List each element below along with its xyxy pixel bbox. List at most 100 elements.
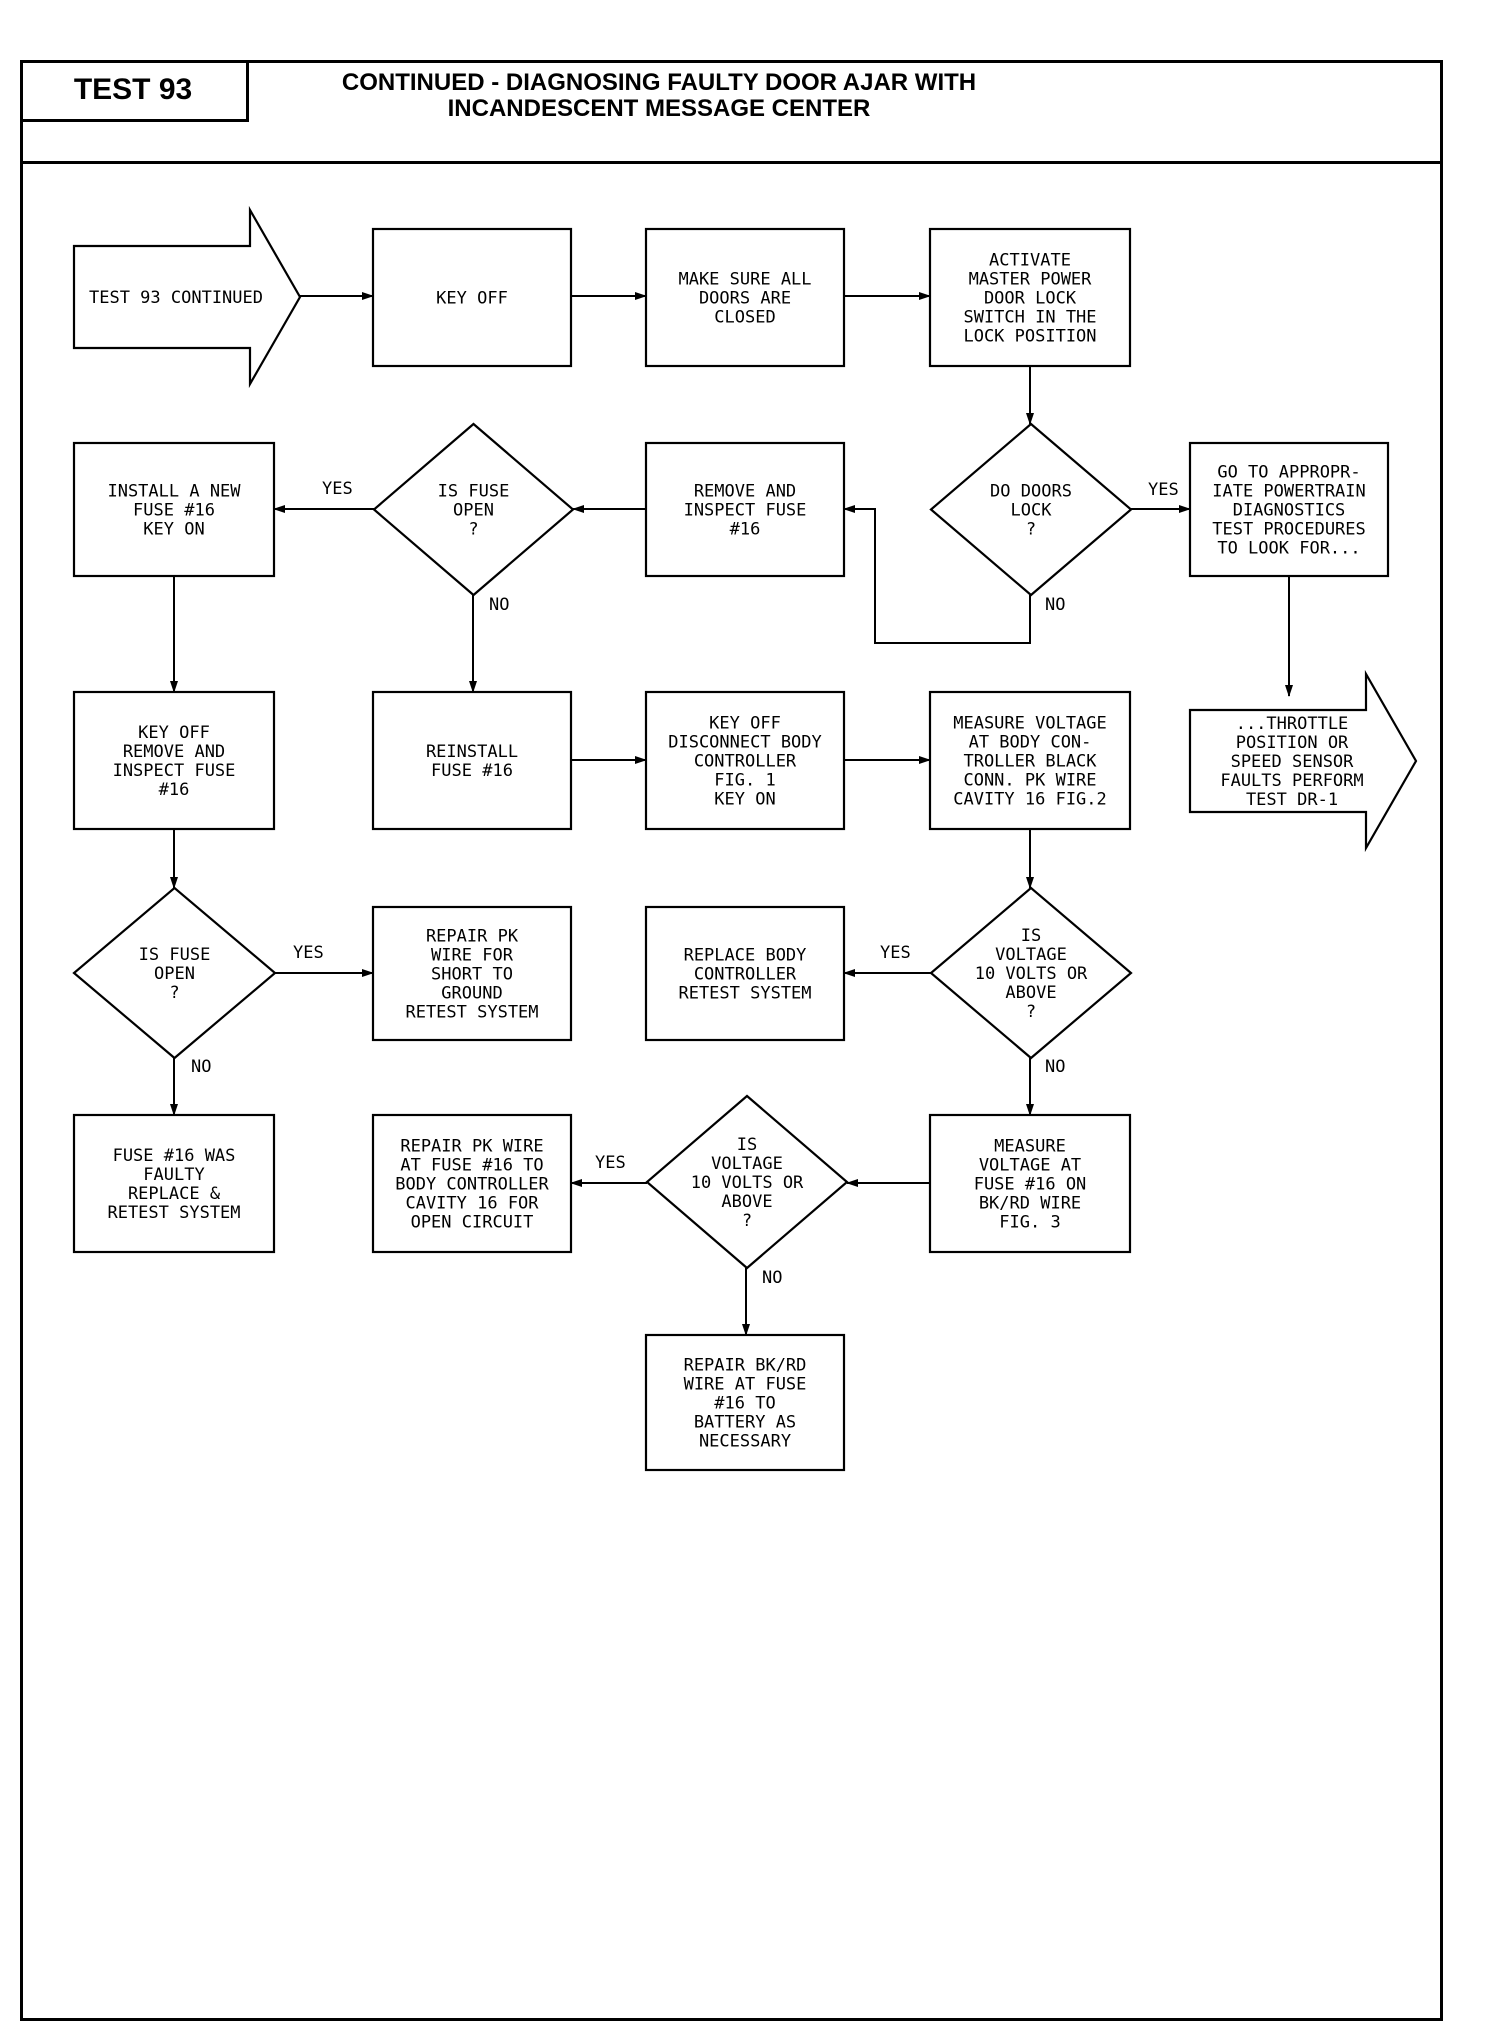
flow-node-text: BK/RD WIRE — [979, 1194, 1081, 1214]
flow-node-text: MEASURE — [994, 1137, 1066, 1157]
flow-node-goto_powertrain: GO TO APPROPR-IATE POWERTRAINDIAGNOSTICS… — [1188, 441, 1390, 578]
flow-node-shape — [644, 905, 846, 1042]
flow-node-shape — [929, 422, 1133, 597]
flow-node-shape — [72, 690, 276, 831]
flow-node-text: VOLTAGE AT — [979, 1156, 1081, 1176]
flow-node-text: INSTALL A NEW — [107, 482, 241, 502]
flow-node-text: REMOVE AND — [123, 742, 225, 762]
flow-node-text: ACTIVATE — [989, 251, 1071, 271]
flow-node-text: OPEN — [453, 501, 494, 521]
flow-node-text: LOCK — [1011, 501, 1053, 521]
flow-node-text: MASTER POWER — [969, 270, 1093, 290]
flow-node-text: KEY OFF — [138, 723, 210, 743]
flow-node-text: TEST PROCEDURES — [1212, 520, 1366, 540]
flow-node-text: IATE POWERTRAIN — [1212, 482, 1366, 502]
flow-node-shape — [644, 441, 846, 578]
flow-node-text: TEST DR-1 — [1246, 790, 1338, 810]
flow-edge-is_voltage1-to-measure_fuse: NO — [1026, 1057, 1065, 1116]
flow-node-text: NECESSARY — [699, 1432, 791, 1452]
flow-node-text: IS — [737, 1135, 757, 1155]
flow-node-text: TROLLER BLACK — [963, 752, 1097, 772]
flow-node-shape — [72, 886, 277, 1060]
flow-node-text: IS — [1021, 926, 1041, 946]
flow-node-text: GROUND — [441, 984, 502, 1004]
flow-edge-label: YES — [1148, 480, 1179, 500]
flow-node-shape — [371, 227, 573, 368]
flow-edge-label: NO — [762, 1268, 782, 1288]
flow-node-text: AT FUSE #16 TO — [400, 1156, 543, 1176]
flow-edge-label: NO — [191, 1057, 211, 1077]
flow-node-text: RETEST SYSTEM — [107, 1203, 240, 1223]
flow-node-text: VOLTAGE — [995, 945, 1067, 965]
flow-node-text: FUSE #16 — [431, 761, 513, 781]
flow-node-shape — [72, 1113, 276, 1254]
flow-node-text: KEY OFF — [709, 714, 781, 734]
flow-node-text: REPAIR PK — [426, 927, 519, 947]
flow-node-text: ABOVE — [1005, 983, 1056, 1003]
flow-node-text: CONTROLLER — [694, 752, 797, 772]
flow-node-text: FUSE #16 ON — [974, 1175, 1087, 1195]
flow-edge-label: YES — [880, 943, 911, 963]
flow-node-shape — [928, 1113, 1132, 1254]
flow-node-text: BODY CONTROLLER — [395, 1175, 549, 1195]
flow-node-text: ...THROTTLE — [1236, 714, 1349, 734]
flow-edge-label: YES — [595, 1153, 626, 1173]
flow-edge-is_fuse_open2-to-fuse_faulty: NO — [170, 1057, 211, 1116]
flow-node-text: 10 VOLTS OR — [975, 964, 1088, 984]
flow-node-shape — [371, 905, 573, 1042]
page-title: CONTINUED - DIAGNOSING FAULTY DOOR AJAR … — [341, 69, 977, 122]
flow-node-text: #16 — [159, 780, 190, 800]
flow-node-text: MAKE SURE ALL — [678, 270, 811, 290]
flow-node-text: RETEST SYSTEM — [678, 984, 811, 1004]
flow-node-text: GO TO APPROPR- — [1217, 463, 1360, 483]
flow-node-text: FIG. 1 — [714, 771, 775, 791]
flow-node-text: DO DOORS — [990, 482, 1072, 502]
flow-node-text: DIAGNOSTICS — [1233, 501, 1346, 521]
flow-node-shape — [371, 1113, 573, 1254]
page-frame — [20, 60, 1443, 2021]
flow-node-text: SHORT TO — [431, 965, 513, 985]
flow-node-text: ? — [1026, 520, 1036, 540]
flow-node-shape — [928, 227, 1132, 368]
flow-node-text: CLOSED — [714, 308, 775, 328]
flow-edge-is_voltage2-to-repair_pk_fuse: YES — [570, 1153, 647, 1187]
flow-node-text: FAULTS PERFORM — [1220, 771, 1363, 791]
flow-node-shape — [644, 1333, 846, 1472]
flow-node-shape — [645, 1094, 849, 1270]
flow-node-text: ? — [1026, 1002, 1036, 1022]
flow-edge-label: YES — [322, 479, 353, 499]
flow-node-text: ? — [169, 983, 179, 1003]
flow-node-shape — [72, 205, 302, 389]
flow-node-text: KEY OFF — [436, 289, 508, 309]
flow-node-text: AT BODY CON- — [969, 733, 1092, 753]
flow-node-shape — [644, 690, 846, 831]
flow-node-text: REPLACE BODY — [684, 946, 807, 966]
flow-edge-label: NO — [489, 595, 509, 615]
flow-edge-label: NO — [1045, 595, 1065, 615]
flow-node-text: POSITION OR — [1236, 733, 1349, 753]
flow-node-text: WIRE AT FUSE — [684, 1375, 807, 1395]
flow-node-text: KEY ON — [143, 520, 204, 540]
flow-node-shape — [929, 886, 1133, 1060]
flow-node-shape — [928, 690, 1132, 831]
flow-node-text: DOORS ARE — [699, 289, 791, 309]
flow-node-text: BATTERY AS — [694, 1413, 796, 1433]
flow-node-text: OPEN CIRCUIT — [411, 1213, 534, 1233]
flow-edge-label: YES — [293, 943, 324, 963]
flow-node-text: #16 TO — [714, 1394, 775, 1414]
flow-node-text: REPAIR BK/RD — [684, 1356, 807, 1376]
flow-node-text: REINSTALL — [426, 742, 518, 762]
flow-node-text: REPAIR PK WIRE — [400, 1137, 543, 1157]
flow-node-text: ? — [742, 1211, 752, 1231]
flow-node-text: RETEST SYSTEM — [405, 1003, 538, 1023]
flow-edge-is_fuse_open2-to-repair_pk_short: YES — [275, 943, 374, 977]
flow-node-text: INSPECT FUSE — [684, 501, 807, 521]
flow-edge-label: NO — [1045, 1057, 1065, 1077]
